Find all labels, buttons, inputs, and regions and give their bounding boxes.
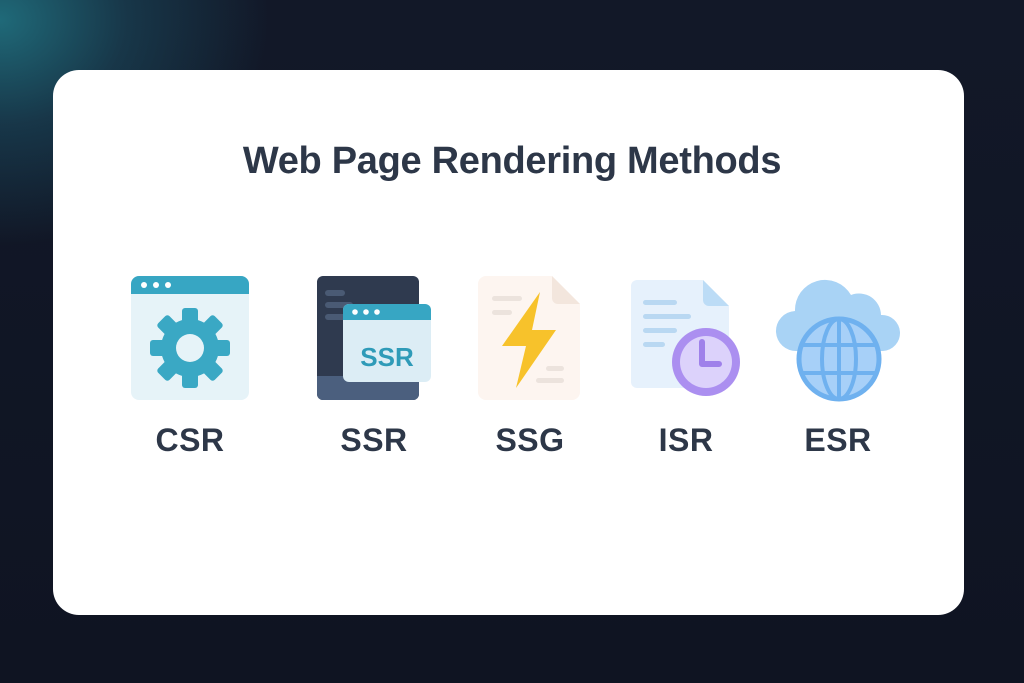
ssr-icon-text: SSR: [360, 342, 414, 372]
method-csr: CSR: [120, 270, 260, 459]
method-esr: ESR: [768, 270, 908, 459]
method-label: ISR: [658, 422, 714, 458]
method-label: SSR: [340, 422, 408, 458]
browser-gear-icon: [120, 270, 260, 406]
method-label: ESR: [804, 422, 872, 458]
method-isr: ISR: [616, 270, 756, 459]
cloud-globe-icon: [768, 270, 908, 406]
server-browser-icon: SSR: [304, 270, 444, 406]
page-title: Web Page Rendering Methods: [242, 140, 782, 182]
document-lightning-icon: [460, 270, 600, 406]
method-ssr: SSR SSR: [304, 270, 444, 459]
document-clock-icon: [616, 270, 756, 406]
method-ssg: SSG: [460, 270, 600, 459]
method-label: SSG: [495, 422, 565, 458]
method-label: CSR: [155, 422, 225, 458]
